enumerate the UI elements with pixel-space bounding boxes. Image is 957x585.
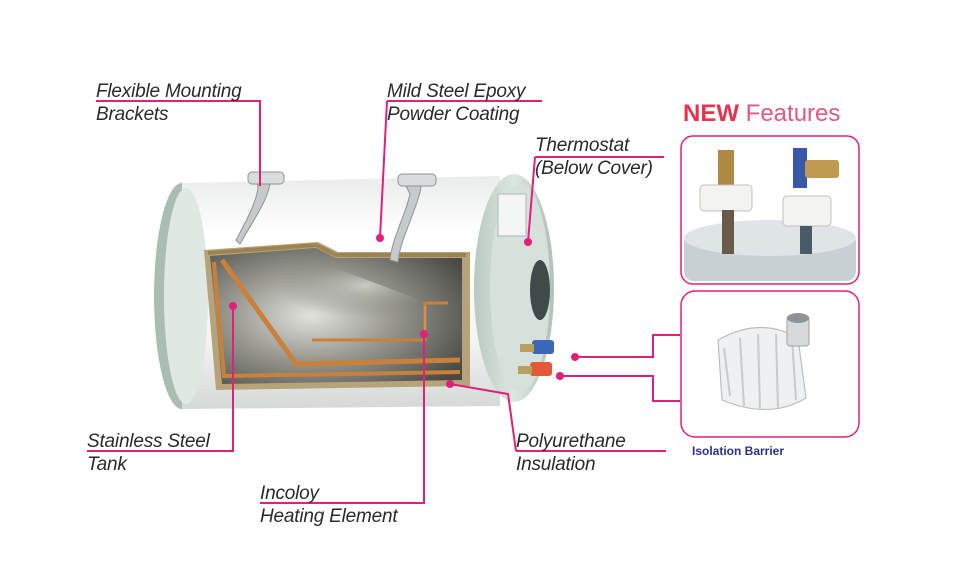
new-features-rest: Features bbox=[739, 100, 841, 127]
label-heating-element-line2: Heating Element bbox=[260, 506, 398, 527]
cutaway-section bbox=[204, 242, 470, 390]
label-mounting-brackets-line2: Brackets bbox=[96, 104, 169, 125]
label-epoxy-coating-line2: Powder Coating bbox=[387, 104, 520, 125]
label-stainless-tank-line2: Tank bbox=[87, 454, 127, 475]
label-insulation-line2: Insulation bbox=[516, 454, 596, 475]
new-features-title: NEW Features bbox=[683, 100, 840, 128]
label-insulation: Polyurethane Insulation bbox=[516, 430, 626, 476]
label-epoxy-coating: Mild Steel Epoxy Powder Coating bbox=[387, 80, 526, 126]
label-heating-element: Incoloy Heating Element bbox=[260, 482, 398, 528]
end-cap bbox=[474, 174, 554, 402]
callout-dots bbox=[229, 234, 579, 388]
new-features-strong: NEW bbox=[683, 100, 739, 127]
label-epoxy-coating-line1: Mild Steel Epoxy bbox=[387, 81, 526, 102]
label-mounting-brackets: Flexible Mounting Brackets bbox=[96, 80, 242, 126]
label-stainless-tank: Stainless Steel Tank bbox=[87, 430, 210, 476]
label-thermostat-line2: (Below Cover) bbox=[535, 158, 653, 179]
isolation-barrier-label: Isolation Barrier bbox=[692, 444, 785, 458]
label-mounting-brackets-line1: Flexible Mounting bbox=[96, 81, 242, 102]
feature-box-isolation-barrier bbox=[680, 290, 860, 438]
label-stainless-tank-line1: Stainless Steel bbox=[87, 431, 210, 452]
label-thermostat-line1: Thermostat bbox=[535, 135, 630, 156]
callout-lines bbox=[87, 100, 680, 504]
mounting-bracket-left bbox=[235, 171, 285, 245]
label-insulation-line1: Polyurethane bbox=[516, 431, 626, 452]
mounting-bracket-right bbox=[389, 173, 437, 263]
label-thermostat: Thermostat (Below Cover) bbox=[535, 134, 653, 180]
label-heating-element-line1: Incoloy bbox=[260, 483, 319, 504]
feature-box-valves bbox=[680, 135, 860, 285]
